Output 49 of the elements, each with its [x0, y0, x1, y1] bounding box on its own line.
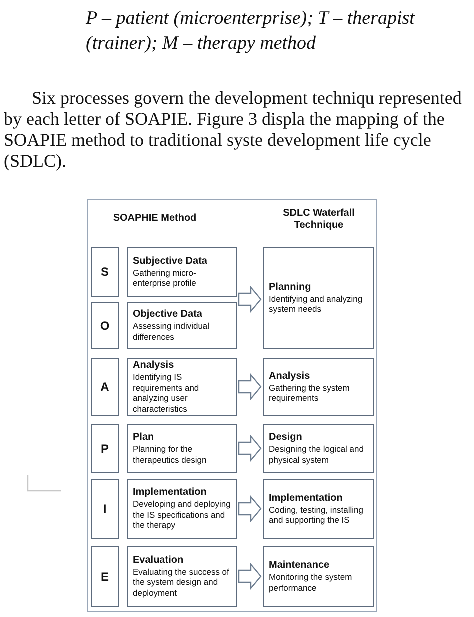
- block-arrow: [238, 562, 262, 590]
- process-box: [127, 479, 237, 539]
- box-title: Implementation: [133, 487, 208, 500]
- box-description: Designing the logical and physical system: [269, 444, 365, 465]
- process-box: [127, 302, 237, 349]
- legend-note: P – patient (microenterprise); T – therapist (trainer); M – therapy method: [86, 7, 416, 56]
- letter-box: S: [91, 247, 119, 297]
- figure-frame: [87, 199, 377, 612]
- box-description: Coding, testing, installing and supporting the IS: [269, 504, 365, 526]
- column-heading: SDLC Waterfall Technique: [282, 208, 356, 232]
- process-box: [127, 247, 237, 297]
- box-title: Plan: [133, 432, 156, 444]
- box-title: Implementation: [269, 492, 344, 504]
- box-description: Gathering the system requirements: [269, 382, 351, 404]
- body-paragraph: Six processes govern the development techniqu represented by each letter of SOAPIE. Figure 3 displa the mapping of the SOAPIE method to traditional syste development life cycle (SDLC).: [4, 88, 463, 172]
- box-title: Analysis: [269, 370, 312, 382]
- box-description: Gathering micro-enterprise profile: [133, 268, 198, 288]
- letter-box: A: [91, 358, 119, 416]
- process-box: [127, 424, 237, 473]
- box-title: Objective Data: [133, 309, 204, 321]
- box-description: Identifying IS requirements and analyzing user characteristics: [133, 372, 200, 414]
- process-box: [263, 358, 374, 416]
- process-box: [127, 546, 237, 607]
- block-arrow: [238, 373, 262, 401]
- box-title: Planning: [269, 282, 312, 294]
- letter-box: E: [91, 546, 119, 607]
- box-title: Design: [269, 432, 304, 444]
- box-description: Monitoring the system performance: [269, 572, 354, 593]
- process-box: [127, 358, 237, 416]
- process-box: [263, 546, 374, 607]
- box-title: Analysis: [133, 360, 176, 372]
- box-description: Evaluating the success of the system design and deployment: [133, 566, 230, 598]
- letter-box: P: [91, 424, 119, 473]
- box-description: Assessing individual differences: [133, 321, 211, 342]
- column-heading: SOAPHIE Method: [112, 213, 198, 225]
- box-description: Developing and deploying the IS specifications and the therapy: [133, 499, 232, 531]
- process-box: [263, 479, 374, 539]
- box-description: Identifying and analyzing system needs: [269, 294, 364, 314]
- letter-box: O: [91, 302, 119, 349]
- box-title: Subjective Data: [133, 256, 208, 268]
- box-title: Maintenance: [269, 560, 331, 572]
- block-arrow: [238, 495, 262, 523]
- block-arrow: [238, 434, 262, 462]
- letter-box: I: [91, 479, 119, 539]
- block-arrow: [238, 286, 262, 314]
- process-box: [263, 424, 374, 473]
- box-description: Planning for the therapeutics design: [133, 444, 208, 465]
- box-title: Evaluation: [133, 554, 185, 567]
- process-box: [263, 247, 374, 349]
